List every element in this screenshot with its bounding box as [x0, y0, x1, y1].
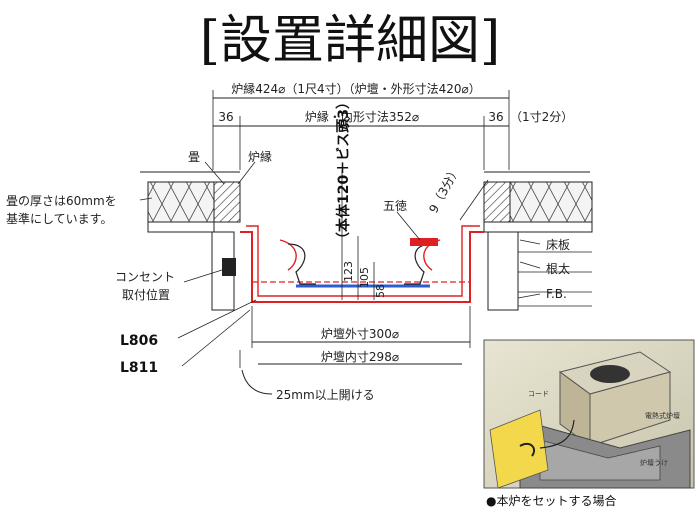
gotoku-height-dim: 9（3分） [426, 164, 489, 221]
floor-left [140, 171, 241, 311]
vertical-105-label: 105 [358, 267, 371, 288]
leader-lines [139, 161, 541, 367]
outlet-label-line2: 取付位置 [122, 287, 170, 302]
photo-cord-label: コード [528, 390, 549, 398]
right-margin-note: （1寸2分） [510, 110, 573, 124]
tatami-note-line2: 基準にしています。 [6, 211, 112, 226]
yukaita-label: 床板 [546, 238, 570, 252]
photo-furnace-label: 電熱式炉壇 [645, 411, 680, 420]
fb-label: F.B. [546, 287, 567, 301]
inner-dimension-label: 炉縁・内形寸法352⌀ [305, 109, 419, 124]
l806-label: L806 [120, 333, 158, 349]
furnace-body [240, 225, 484, 303]
tatami-note-line1: 畳の厚さは60mmを [6, 194, 117, 208]
outlet-label-line1: コンセント [115, 270, 175, 284]
top-dimensions: 炉縁424⌀（1尺4寸）（炉壇・外形寸法420⌀） 36 炉縁・内形寸法352⌀… [212, 81, 573, 170]
l811-label: L811 [120, 360, 158, 376]
tatami-label: 畳 [188, 150, 200, 164]
floor-right [483, 171, 593, 311]
vertical-dimensions: （本体120＋ビス頭3） 123 105 58 [335, 95, 387, 300]
neda-label: 根太 [546, 261, 570, 276]
gotoku-height-label: 9（3分） [426, 164, 462, 216]
vertical-main-label: （本体120＋ビス頭3） [335, 95, 352, 246]
outer-dimension-label: 炉縁424⌀（1尺4寸）（炉壇・外形寸法420⌀） [231, 81, 481, 96]
rodan-outer-label: 炉壇外寸300⌀ [321, 326, 399, 341]
photo-receiver-label: 炉壇うけ [640, 458, 668, 467]
vertical-123-label: 123 [342, 261, 355, 282]
left-margin-label: 36 [218, 110, 233, 124]
rohuchi-label: 炉縁 [248, 149, 272, 164]
vertical-58-label: 58 [374, 284, 387, 298]
bottom-dimensions: 炉壇外寸300⌀ 炉壇内寸298⌀ 25mm以上開ける [239, 306, 471, 402]
installation-photo: コード 電熱式炉壇 炉壇うけ [483, 339, 695, 489]
page-title: [設置詳細図] [200, 11, 501, 71]
photo-caption: ●本炉をセットする場合 [486, 493, 616, 508]
gotoku-label: 五徳 [383, 198, 407, 213]
clearance-label: 25mm以上開ける [276, 388, 375, 402]
gotoku-shape [287, 238, 438, 285]
right-margin-label: 36 [488, 110, 503, 124]
rodan-inner-label: 炉壇内寸298⌀ [321, 349, 399, 364]
